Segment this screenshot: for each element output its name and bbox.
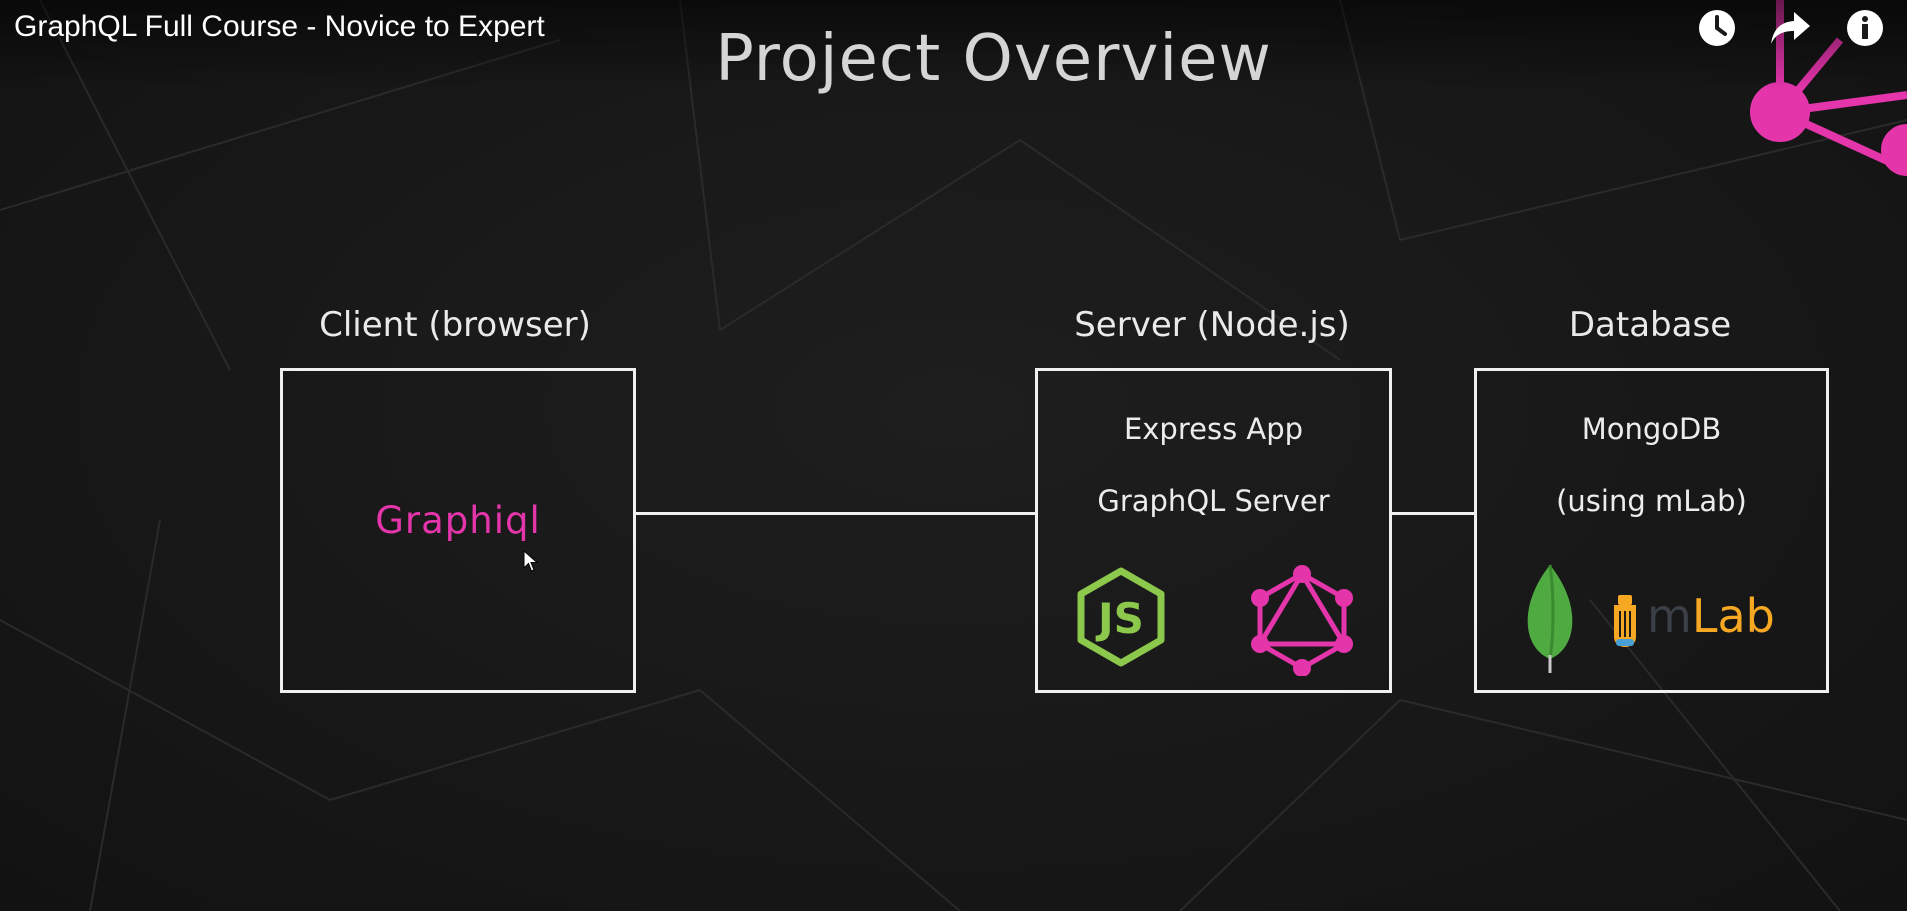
graphiql-label: Graphiql [375, 499, 541, 542]
share-icon[interactable] [1769, 6, 1813, 50]
client-box: Graphiql [280, 368, 636, 693]
mlab-usage-label: (using mLab) [1556, 484, 1747, 518]
database-box: MongoDB (using mLab) mLab [1474, 368, 1829, 693]
video-title[interactable]: GraphQL Full Course - Novice to Expert [14, 10, 545, 43]
client-column-label: Client (browser) [319, 305, 591, 345]
mlab-logo-icon [1614, 595, 1636, 647]
svg-text:JS: JS [1095, 594, 1144, 643]
mlab-wordmark: mLab [1647, 589, 1775, 643]
server-column-label: Server (Node.js) [1074, 305, 1350, 345]
slide-title: Project Overview [715, 22, 1272, 96]
info-icon[interactable] [1843, 6, 1887, 50]
mlab-wordmark-suffix: Lab [1691, 589, 1775, 643]
express-app-label: Express App [1123, 412, 1304, 446]
graphql-logo-icon [1251, 565, 1353, 676]
mongodb-leaf-icon [1527, 564, 1573, 673]
client-server-connector [634, 512, 1036, 515]
player-top-overlay [0, 0, 1907, 90]
mouse-cursor-icon [523, 550, 539, 572]
mongodb-label: MongoDB [1581, 412, 1722, 446]
pink-network-graphic [1750, 0, 1907, 176]
graphql-server-label: GraphQL Server [1097, 484, 1330, 518]
server-database-connector [1390, 512, 1474, 515]
server-box: Express App GraphQL Server JS [1035, 368, 1392, 693]
database-column-label: Database [1568, 305, 1732, 345]
watch-later-icon[interactable] [1695, 6, 1739, 50]
player-top-controls [1695, 6, 1887, 50]
nodejs-logo-icon: JS [1077, 567, 1165, 667]
mlab-wordmark-prefix: m [1647, 589, 1692, 643]
